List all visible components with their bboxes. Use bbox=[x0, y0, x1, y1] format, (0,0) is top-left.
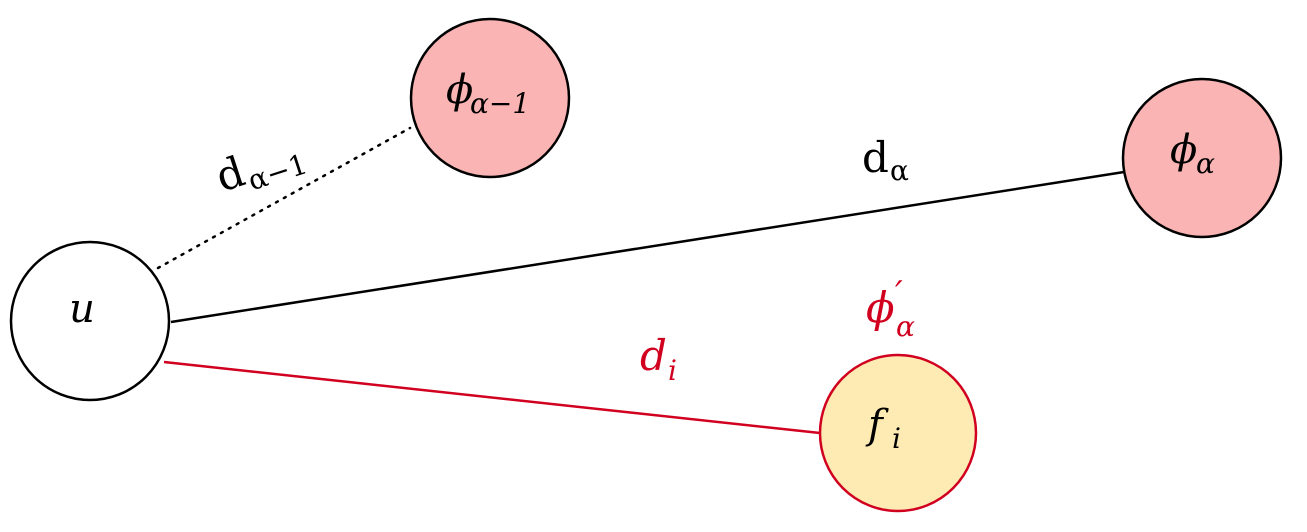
edge-label-d-alpha-sub: α bbox=[890, 154, 909, 187]
edge-label-d-alpha-minus-1-base: d bbox=[210, 147, 251, 202]
node-phi-alpha-sub: α bbox=[1196, 147, 1215, 180]
edge-d-alpha-minus-1 bbox=[156, 126, 412, 270]
edge-label-d-i: d i bbox=[640, 331, 677, 387]
node-phi-alpha-base: ϕ bbox=[1170, 127, 1197, 173]
node-phi-alpha: ϕ α bbox=[1121, 77, 1283, 239]
node-phi-alpha-minus-1-base: ϕ bbox=[446, 67, 473, 113]
node-u-label: u bbox=[69, 286, 95, 332]
edge-label-d-i-sub: i bbox=[668, 354, 677, 387]
node-phi-alpha-minus-1: ϕ α−1 bbox=[409, 17, 571, 179]
edge-label-d-alpha-minus-1: d α−1 bbox=[210, 147, 312, 202]
node-f-i-sub: i bbox=[892, 422, 901, 455]
label-phi-prime-alpha-prime: ′ bbox=[895, 274, 903, 314]
label-phi-prime-alpha-sub: α bbox=[896, 310, 915, 343]
label-phi-prime-alpha: ϕ ′ α bbox=[866, 274, 915, 343]
label-phi-prime-alpha-base: ϕ bbox=[866, 283, 895, 332]
node-u: u bbox=[9, 240, 171, 402]
edge-label-d-i-base: d bbox=[640, 331, 667, 380]
node-phi-alpha-minus-1-sub: α−1 bbox=[470, 87, 530, 120]
node-f-i: f i bbox=[818, 353, 978, 513]
edge-label-d-alpha: d α bbox=[862, 133, 909, 187]
edge-d-i bbox=[163, 360, 821, 435]
edge-d-alpha bbox=[170, 170, 1125, 324]
edge-label-d-alpha-base: d bbox=[862, 133, 889, 182]
